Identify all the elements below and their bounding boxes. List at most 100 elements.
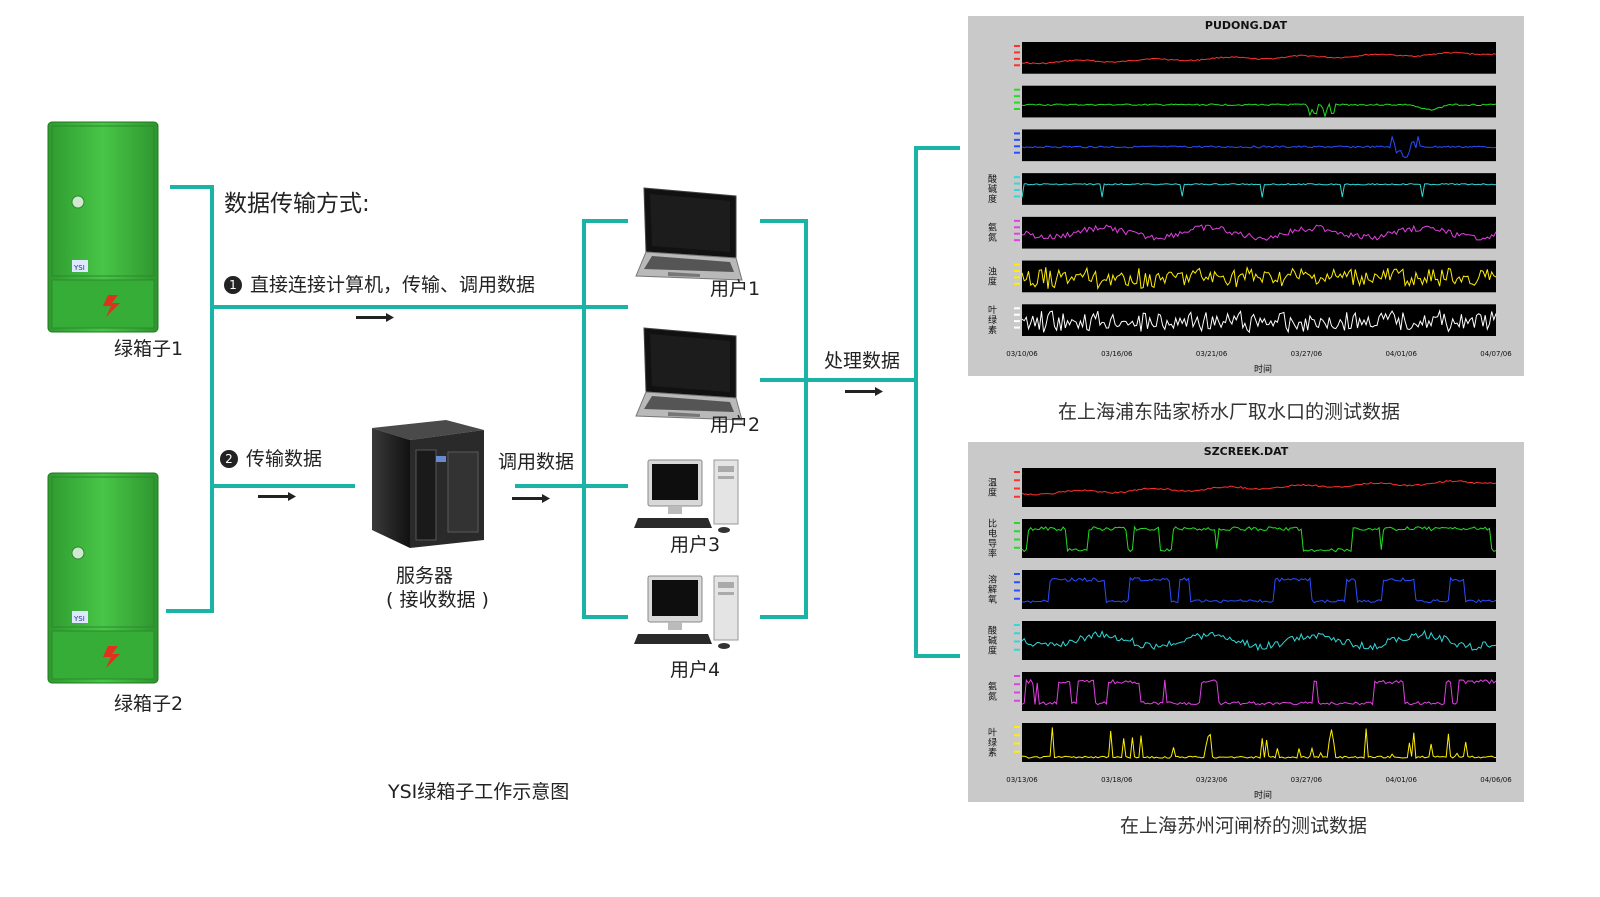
series-tick-mark — [1014, 648, 1020, 651]
series-tick-mark — [1014, 683, 1020, 686]
series-line — [1021, 629, 1497, 652]
series-plot-area — [1022, 216, 1496, 249]
series-tick-mark — [1014, 226, 1020, 229]
series-tick-mark — [1014, 219, 1020, 222]
series-line — [1021, 576, 1497, 604]
x-tick-label: 04/01/06 — [1385, 776, 1417, 784]
series-tick-mark — [1014, 573, 1020, 575]
panel2-caption: 在上海苏州河闸桥的测试数据 — [1120, 815, 1368, 837]
series-label-char: 氧 — [988, 594, 997, 606]
series-line — [1021, 678, 1497, 706]
series-plot-area — [1022, 519, 1496, 558]
green-box-1-image — [47, 121, 159, 333]
series-tick-mark — [1014, 151, 1020, 154]
badge-2: 2 — [220, 450, 238, 468]
series-line — [1021, 183, 1497, 198]
series-tick-mark — [1014, 522, 1020, 524]
series-label-char: 绿 — [988, 737, 997, 749]
series-plot-area — [1022, 621, 1496, 660]
series-plot-area — [1022, 723, 1496, 762]
series-tick-mark — [1014, 189, 1020, 191]
connector-users-left — [582, 219, 628, 619]
series-label-char: 叶 — [988, 728, 997, 739]
series-tick-mark — [1014, 101, 1020, 104]
series-label-char: 绿 — [988, 314, 997, 326]
arrow-process — [845, 387, 883, 396]
series-plot-area — [1022, 173, 1496, 205]
series-tick-mark — [1014, 195, 1020, 198]
series-label-char: 素 — [988, 324, 997, 336]
series-plot-area — [1022, 570, 1496, 609]
series-tick-mark — [1014, 538, 1020, 541]
desktop-user4 — [633, 575, 739, 650]
series-plot-area — [1022, 468, 1496, 507]
series-tick-mark — [1014, 263, 1020, 266]
x-tick-label: 03/18/06 — [1101, 776, 1133, 784]
x-tick-label: 03/16/06 — [1101, 350, 1133, 358]
series-label-char: 酸 — [988, 174, 997, 185]
call-data-label: 调用数据 — [498, 451, 575, 473]
series-tick-mark — [1014, 597, 1020, 600]
series-label: 氨氮 — [988, 681, 997, 703]
arrow-transfer — [258, 492, 296, 501]
series-tick-mark — [1014, 750, 1020, 753]
x-tick-label: 03/23/06 — [1196, 776, 1228, 784]
process-data-label: 处理数据 — [824, 350, 901, 372]
series-label-char: 度 — [988, 645, 997, 657]
flow-arrows — [258, 313, 883, 503]
green-box-1-brand: YSI — [73, 264, 85, 272]
series-label: 浊度 — [988, 265, 997, 287]
series-tick-mark — [1014, 270, 1020, 272]
series-tick-mark — [1014, 182, 1020, 185]
series-tick-mark — [1014, 108, 1020, 110]
series-tick-mark — [1014, 479, 1020, 482]
x-tick-label: 03/27/06 — [1291, 776, 1323, 784]
series-tick-mark — [1014, 581, 1020, 584]
x-tick-label: 03/10/06 — [1006, 350, 1038, 358]
series-line — [1021, 51, 1497, 65]
series-label: 酸碱度 — [988, 174, 997, 205]
series-label-char: 解 — [988, 584, 997, 596]
series-label-char: 比 — [988, 518, 997, 530]
pudong-xlabel: 时间 — [1254, 365, 1273, 375]
series-label-char: 素 — [988, 747, 997, 759]
szcreek-chart-title: SZCREEK.DAT — [1203, 445, 1289, 458]
series-plot-area — [1022, 129, 1496, 162]
series-line — [1021, 525, 1497, 553]
user3-label: 用户3 — [670, 534, 721, 556]
series-label: 叶绿素 — [988, 728, 997, 759]
series-tick-mark — [1014, 64, 1020, 67]
series-tick-mark — [1014, 487, 1020, 490]
x-tick-label: 03/21/06 — [1196, 350, 1228, 358]
badge-1: 1 — [224, 276, 242, 294]
green-box-2-label: 绿箱子2 — [114, 693, 184, 715]
series-tick-mark — [1014, 145, 1020, 148]
series-tick-mark — [1014, 45, 1020, 47]
series-label-char: 度 — [988, 487, 997, 499]
desktop-user3 — [633, 459, 739, 534]
series-tick-mark — [1014, 726, 1020, 728]
series-tick-mark — [1014, 632, 1020, 635]
series-tick-mark — [1014, 282, 1020, 285]
series-label-char: 度 — [988, 275, 997, 287]
series-tick-mark — [1014, 495, 1020, 498]
series-tick-mark — [1014, 320, 1020, 323]
series-label: 溶解氧 — [988, 574, 997, 606]
series-label: 温度 — [988, 478, 997, 499]
series-tick-mark — [1014, 640, 1020, 643]
series-tick-mark — [1014, 276, 1020, 279]
series-line — [1021, 309, 1497, 334]
laptop-user2 — [635, 327, 743, 421]
server-label: 服务器 — [396, 565, 454, 587]
series-tick-mark — [1014, 57, 1020, 60]
arrow-direct — [356, 313, 394, 322]
series-tick-mark — [1014, 734, 1020, 737]
series-line — [1021, 224, 1497, 241]
series-line — [1021, 102, 1497, 119]
series-label-char: 氮 — [988, 232, 997, 244]
series-tick-mark — [1014, 313, 1020, 316]
user1-label: 用户1 — [710, 278, 761, 300]
